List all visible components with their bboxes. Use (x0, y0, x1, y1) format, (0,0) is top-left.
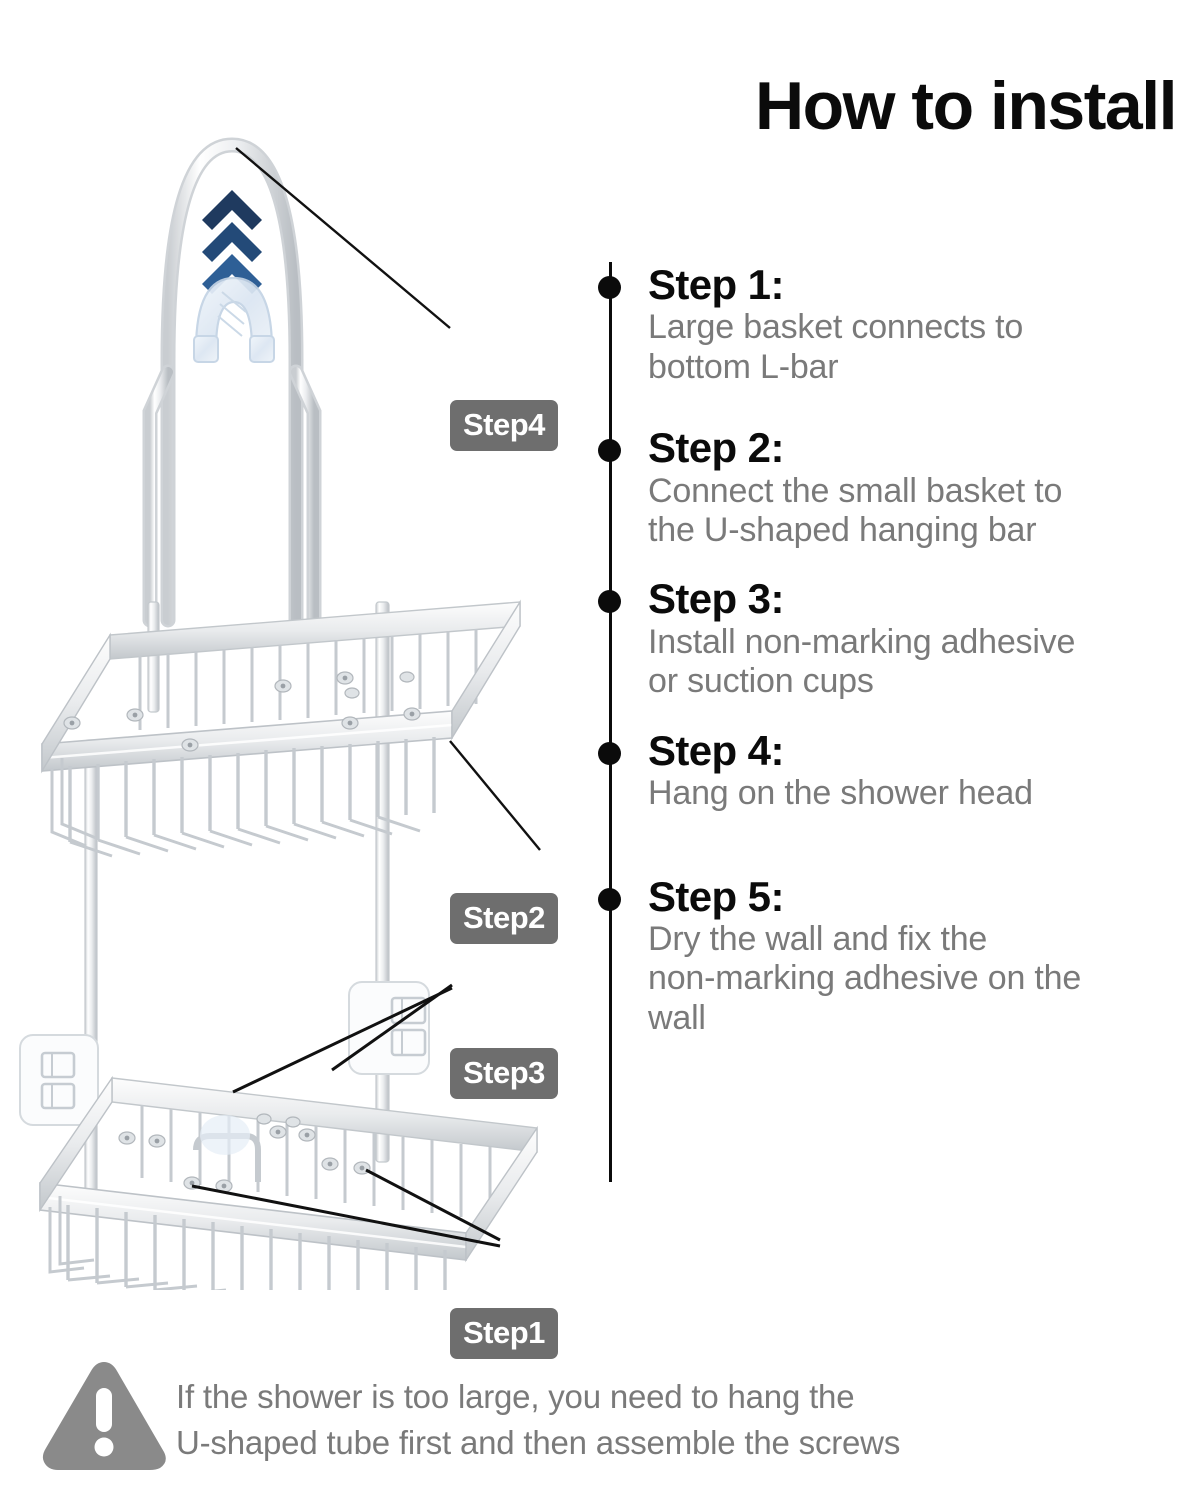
lower-basket (39, 1075, 538, 1290)
step-heading-3: Step 3: (648, 575, 784, 623)
warning-triangle-glyph (42, 1362, 166, 1470)
diagram-badge-step4[interactable]: Step4 (450, 400, 558, 451)
step-desc-5-line-3: wall (648, 998, 706, 1037)
step-desc-5-line-2: non-marking adhesive on the (648, 959, 1082, 998)
warning-line-2: U-shaped tube first and then assemble th… (176, 1424, 901, 1462)
step-item-4: Step 4: Hang on the shower head (598, 726, 1184, 814)
adhesive-sticker-icon (19, 981, 430, 1126)
step-bullet-icon (598, 590, 621, 614)
step-heading-4: Step 4: (648, 726, 784, 774)
step-heading-1: Step 1: (648, 261, 784, 308)
spacer (604, 554, 1184, 576)
warning-notice: If the shower is too large, you need to … (38, 1352, 1168, 1481)
step-bullet-icon (598, 276, 621, 299)
spacer (604, 391, 1184, 425)
step-heading-5: Step 5: (648, 872, 784, 920)
step-bullet-icon (598, 887, 621, 911)
step-desc-2-line-2: the U-shaped hanging bar (648, 511, 1037, 550)
spacer (604, 706, 1184, 728)
upper-basket (41, 599, 521, 858)
step-item-2: Step 2: Connect the small basket to the … (598, 424, 1184, 550)
warning-text: If the shower is too large, you need to … (176, 1352, 1168, 1466)
step-desc-1-line-2: bottom L-bar (648, 347, 839, 386)
step-item-1: Step 1: Large basket connects to bottom … (598, 261, 1184, 387)
l-bar-hook (193, 1115, 261, 1182)
timeline-line (609, 262, 612, 1182)
product-illustration (19, 137, 541, 1290)
product-diagram: Step4 Step2 Step3 Step1 (0, 90, 600, 1359)
u-shaped-hanging-bar (142, 137, 322, 628)
step-heading-2: Step 2: (648, 424, 784, 472)
install-steps-list: Step 1: Large basket connects to bottom … (598, 261, 1184, 1182)
screw-heads-upper (63, 671, 421, 752)
spacer (604, 818, 1184, 874)
step-item-5: Step 5: Dry the wall and fix the non-mar… (598, 872, 1184, 1039)
step-desc-2-line-1: Connect the small basket to (648, 471, 1063, 510)
step-desc-3-line-2: or suction cups (648, 662, 874, 701)
diagram-badge-step2[interactable]: Step2 (450, 893, 558, 944)
screw-heads-lower (118, 1113, 371, 1193)
step-item-3: Step 3: Install non-marking adhesive or … (598, 575, 1184, 701)
step-desc-5-line-1: Dry the wall and fix the (648, 919, 988, 958)
diagram-badge-step1[interactable]: Step1 (450, 1308, 558, 1359)
u-shaped-silicone-pad-icon (193, 276, 275, 363)
step-desc-3-line-1: Install non-marking adhesive (648, 622, 1076, 661)
step-bullet-icon (598, 439, 621, 463)
diagram-badge-step3[interactable]: Step3 (450, 1048, 558, 1099)
step-bullet-icon (598, 741, 621, 765)
leader-lines (191, 147, 541, 1248)
step-desc-4-line-1: Hang on the shower head (648, 774, 1033, 813)
step-desc-1-line-1: Large basket connects to (648, 308, 1024, 347)
warning-line-1: If the shower is too large, you need to … (176, 1378, 855, 1415)
page-title: How to install (755, 68, 1178, 144)
warning-triangle-icon (38, 1352, 176, 1481)
